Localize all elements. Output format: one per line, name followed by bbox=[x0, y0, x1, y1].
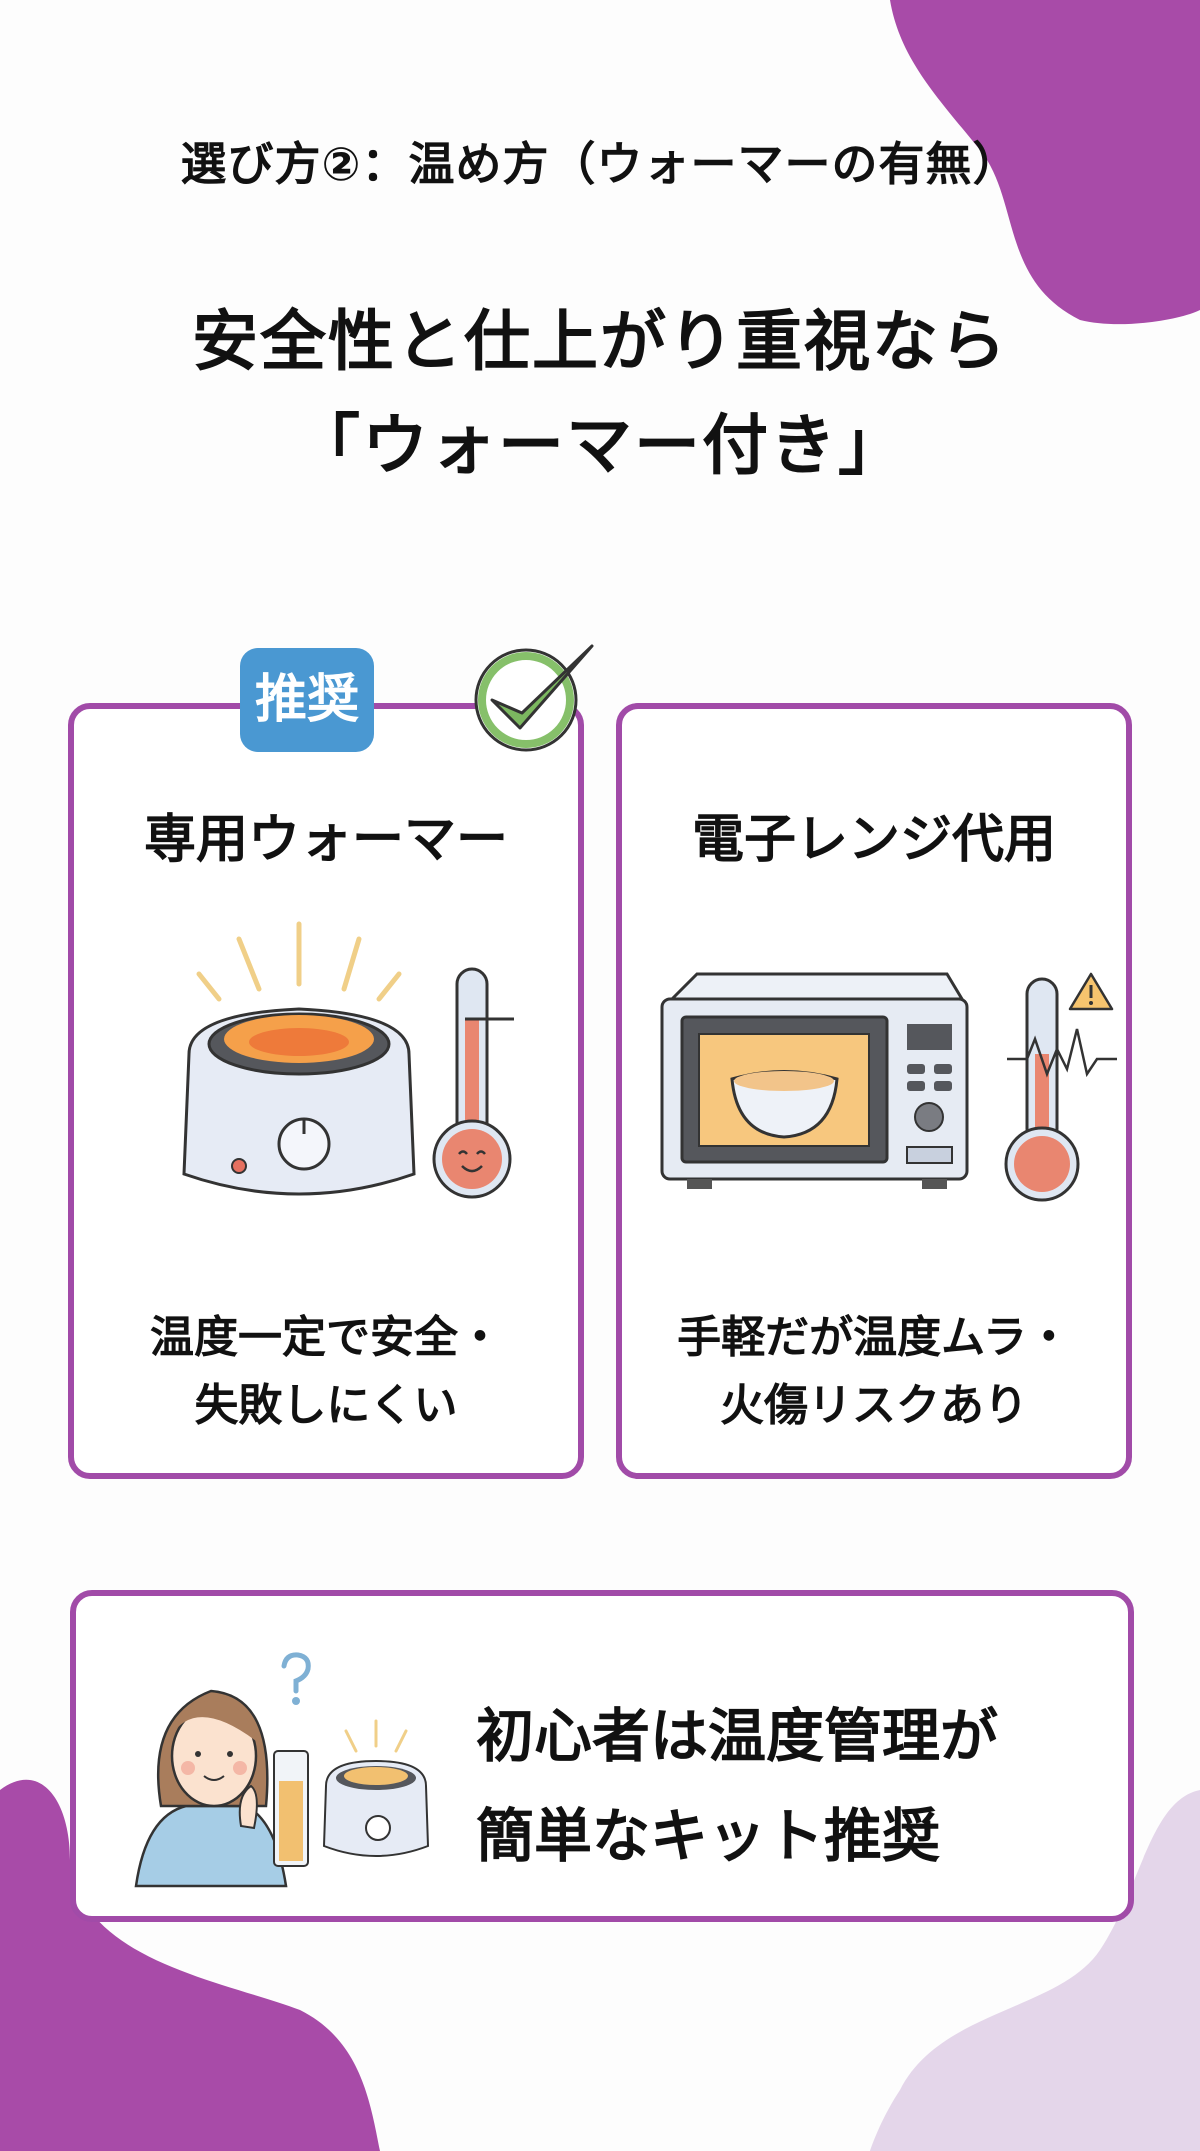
microwave-icon bbox=[660, 972, 969, 1189]
recommended-badge: 推奨 bbox=[240, 648, 374, 752]
smiling-thermometer-icon bbox=[432, 967, 514, 1199]
check-circle-icon bbox=[474, 644, 594, 752]
headline-line-2: 「ウォーマー付き」 bbox=[294, 407, 906, 484]
decorative-blob-bottom-left bbox=[0, 1779, 380, 2151]
desc-line-2: 失敗しにくい bbox=[194, 1380, 458, 1431]
card-description: 手軽だが温度ムラ・ 火傷リスクあり bbox=[622, 1304, 1126, 1440]
desc-line-1: 手軽だが温度ムラ・ bbox=[677, 1312, 1071, 1363]
card-title: 専用ウォーマー bbox=[143, 810, 508, 870]
card-description: 温度一定で安全・ 失敗しにくい bbox=[74, 1304, 578, 1440]
section-subtitle: 選び方②：温め方（ウォーマーの有無） bbox=[180, 137, 1020, 191]
decorative-blob-top-right bbox=[890, 0, 1200, 325]
tip-line-2: 簡単なキット推奨 bbox=[476, 1802, 941, 1870]
option-card-microwave: 電子レンジ代用 手軽だが温度ムラ・ 火傷リスクあり bbox=[616, 703, 1132, 1479]
decorative-blob-bottom-right bbox=[870, 1790, 1200, 2151]
option-card-warmer: 専用ウォーマー 温度一定で安全・ 失敗しにくい bbox=[68, 703, 584, 1479]
card-title: 電子レンジ代用 bbox=[691, 810, 1056, 870]
tip-text: 初心者は温度管理が 簡単なキット推奨 bbox=[476, 1686, 998, 1886]
headline-line-1: 安全性と仕上がり重視なら bbox=[192, 303, 1008, 380]
tip-line-1: 初心者は温度管理が bbox=[476, 1702, 999, 1770]
question-mark-icon bbox=[281, 1652, 311, 1705]
headline: 安全性と仕上がり重視なら 「ウォーマー付き」 bbox=[0, 290, 1200, 498]
wax-warmer-icon bbox=[322, 1719, 430, 1857]
beginner-tip-card: 初心者は温度管理が 簡単なキット推奨 bbox=[70, 1590, 1134, 1922]
warning-icon bbox=[1068, 972, 1114, 1011]
desc-line-2: 火傷リスクあり bbox=[720, 1380, 1028, 1431]
wax-warmer-icon bbox=[182, 921, 416, 1196]
wax-jar-icon bbox=[273, 1750, 309, 1867]
desc-line-1: 温度一定で安全・ bbox=[150, 1312, 502, 1363]
thinking-woman-icon bbox=[134, 1689, 288, 1888]
thermometer-icon bbox=[1004, 977, 1117, 1202]
